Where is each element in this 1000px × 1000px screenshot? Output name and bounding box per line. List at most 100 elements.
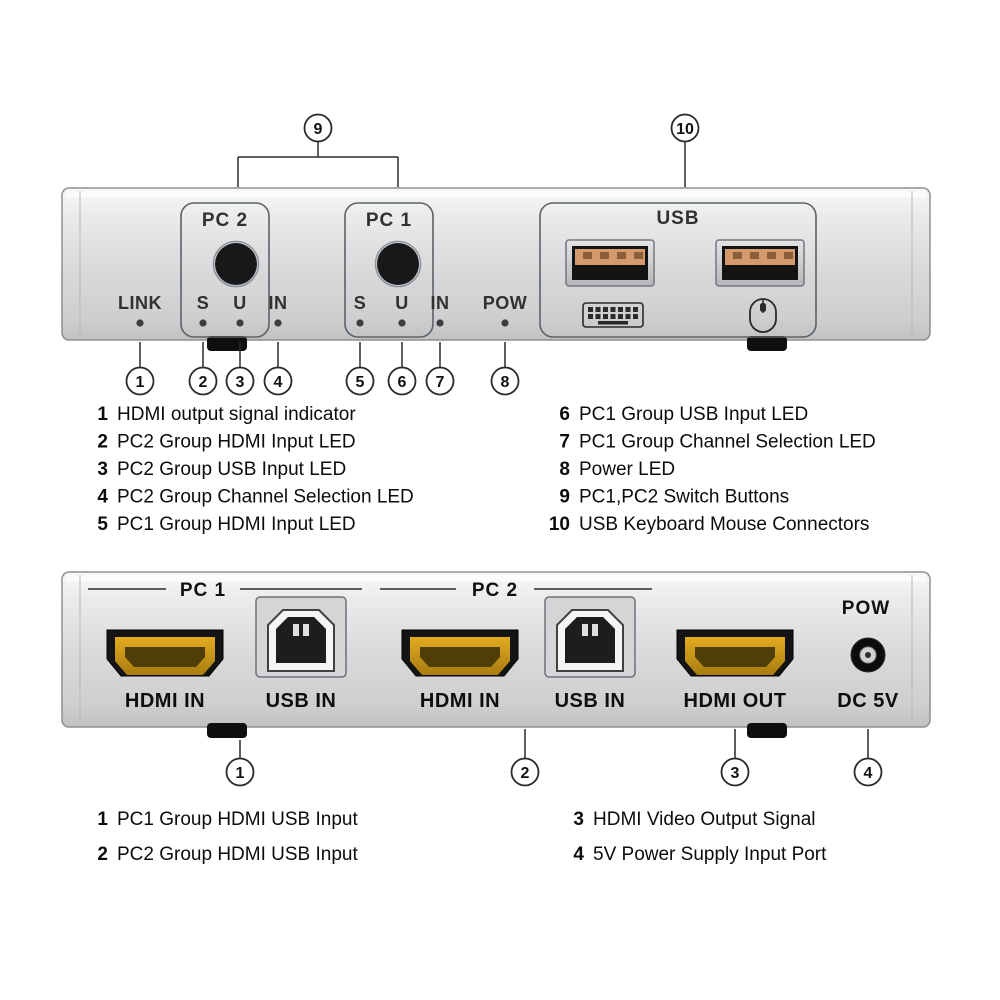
legend-text: PC1,PC2 Switch Buttons [579,487,789,508]
led-label-pc2-u: U [233,293,247,313]
front-callout-badges: 1 2 3 4 5 6 7 8 [125,366,520,396]
callout-2-number: 2 [199,374,208,391]
rear-callout-1-badge: 1 [225,757,255,787]
rear-callout-badges: 1 2 3 4 [225,757,883,787]
legend-text: Power LED [579,459,675,480]
callout-2-badge: 2 [188,366,218,396]
front-foot-right [747,336,787,351]
callout-10-badge [670,113,700,143]
rear-callout-2-number: 2 [521,765,530,782]
callout-9-badge [303,113,333,143]
hdmi-out-label: HDMI OUT [684,690,787,712]
front-panel-device: PC 2 PC 1 LINK S U IN S U IN POW [61,187,931,351]
rear-foot-left [207,723,247,738]
led-label-pow: POW [483,293,528,313]
legend-num: 7 [559,432,570,453]
callout-10-number: 10 [676,121,694,138]
hdmi-in-1-label: HDMI IN [125,690,205,712]
led-dot-pc1-in [436,319,444,327]
led-dot-link [136,319,144,327]
legend-num: 9 [559,487,570,508]
legend-text: PC1 Group HDMI USB Input [117,809,358,830]
pc1-group-label: PC 1 [366,210,412,231]
callout-6-number: 6 [398,374,407,391]
usb-port-mouse [715,239,805,287]
legend-num: 2 [97,432,108,453]
legend-text: PC2 Group HDMI Input LED [117,432,356,453]
usb-in-2-port [544,596,636,678]
rear-callout-3-badge: 3 [720,757,750,787]
rear-panel-device: PC 1 PC 2 POW [61,571,931,738]
legend-item: 1 PC1 Group HDMI USB Input [97,809,358,830]
front-foot-left [207,336,247,351]
callout-3-badge: 3 [225,366,255,396]
pc1-group: PC 1 [344,202,434,338]
front-callout-leaders [139,342,506,367]
legend-num: 6 [559,404,570,425]
legend-num: 3 [97,459,108,480]
led-dot-pc2-u [236,319,244,327]
rear-callout-4-number: 4 [864,765,873,782]
legend-num: 10 [549,514,570,535]
legend-text: PC1 Group HDMI Input LED [117,514,356,535]
legend-text: PC1 Group Channel Selection LED [579,432,876,453]
rear-callout-4-badge: 4 [853,757,883,787]
callout-8-badge: 8 [490,366,520,396]
usb-group: USB [539,202,817,338]
pc2-group: PC 2 [180,202,270,338]
legend-num: 1 [97,809,108,830]
usb-in-1-label: USB IN [266,690,337,712]
callout-5-number: 5 [356,374,365,391]
panel-top-highlight [66,191,926,198]
hdmi-in-1-port [106,629,224,677]
pc1-group-outline [344,202,434,338]
legend-item: 3 HDMI Video Output Signal [573,809,815,830]
hdmi-out-port [676,629,794,677]
callout-1-badge: 1 [125,366,155,396]
led-label-pc2-s: S [197,293,210,313]
led-dot-pc2-in [274,319,282,327]
callout-4-badge: 4 [263,366,293,396]
led-dot-pc2-s [199,319,207,327]
callout-3-number: 3 [236,374,245,391]
legend-text: PC2 Group USB Input LED [117,459,346,480]
legend-text: HDMI Video Output Signal [593,809,816,830]
legend-text: HDMI output signal indicator [117,404,356,425]
legend-item: 8 Power LED [559,459,675,480]
rear-pc2-header: PC 2 [472,580,518,601]
callout-5-badge: 5 [345,366,375,396]
legend-num: 8 [559,459,570,480]
rear-callout-leaders [239,729,869,758]
usb-in-2-label: USB IN [555,690,626,712]
led-dots [136,319,509,327]
dc-power-jack [850,637,886,673]
legend-item: 2 PC2 Group HDMI Input LED [97,432,355,453]
rear-callout-2-badge: 2 [510,757,540,787]
callout-7-badge: 7 [425,366,455,396]
legend-item: 9 PC1,PC2 Switch Buttons [559,487,789,508]
callout-10-leader: 10 [670,113,700,187]
rear-callout-1-number: 1 [236,765,245,782]
rear-foot-right [747,723,787,738]
hdmi-in-2-label: HDMI IN [420,690,500,712]
usb-in-1-port [255,596,347,678]
legend-num: 4 [573,844,584,865]
callout-6-badge: 6 [387,366,417,396]
keyboard-icon [582,302,644,328]
led-label-pc1-u: U [395,293,409,313]
legend-num: 3 [573,809,584,830]
led-label-link: LINK [118,293,162,313]
rear-pc1-header: PC 1 [180,580,226,601]
led-dot-pow [501,319,509,327]
pc1-button-ring [374,240,422,288]
rear-headers: PC 1 PC 2 POW [88,580,889,619]
legend-text: PC2 Group Channel Selection LED [117,487,414,508]
